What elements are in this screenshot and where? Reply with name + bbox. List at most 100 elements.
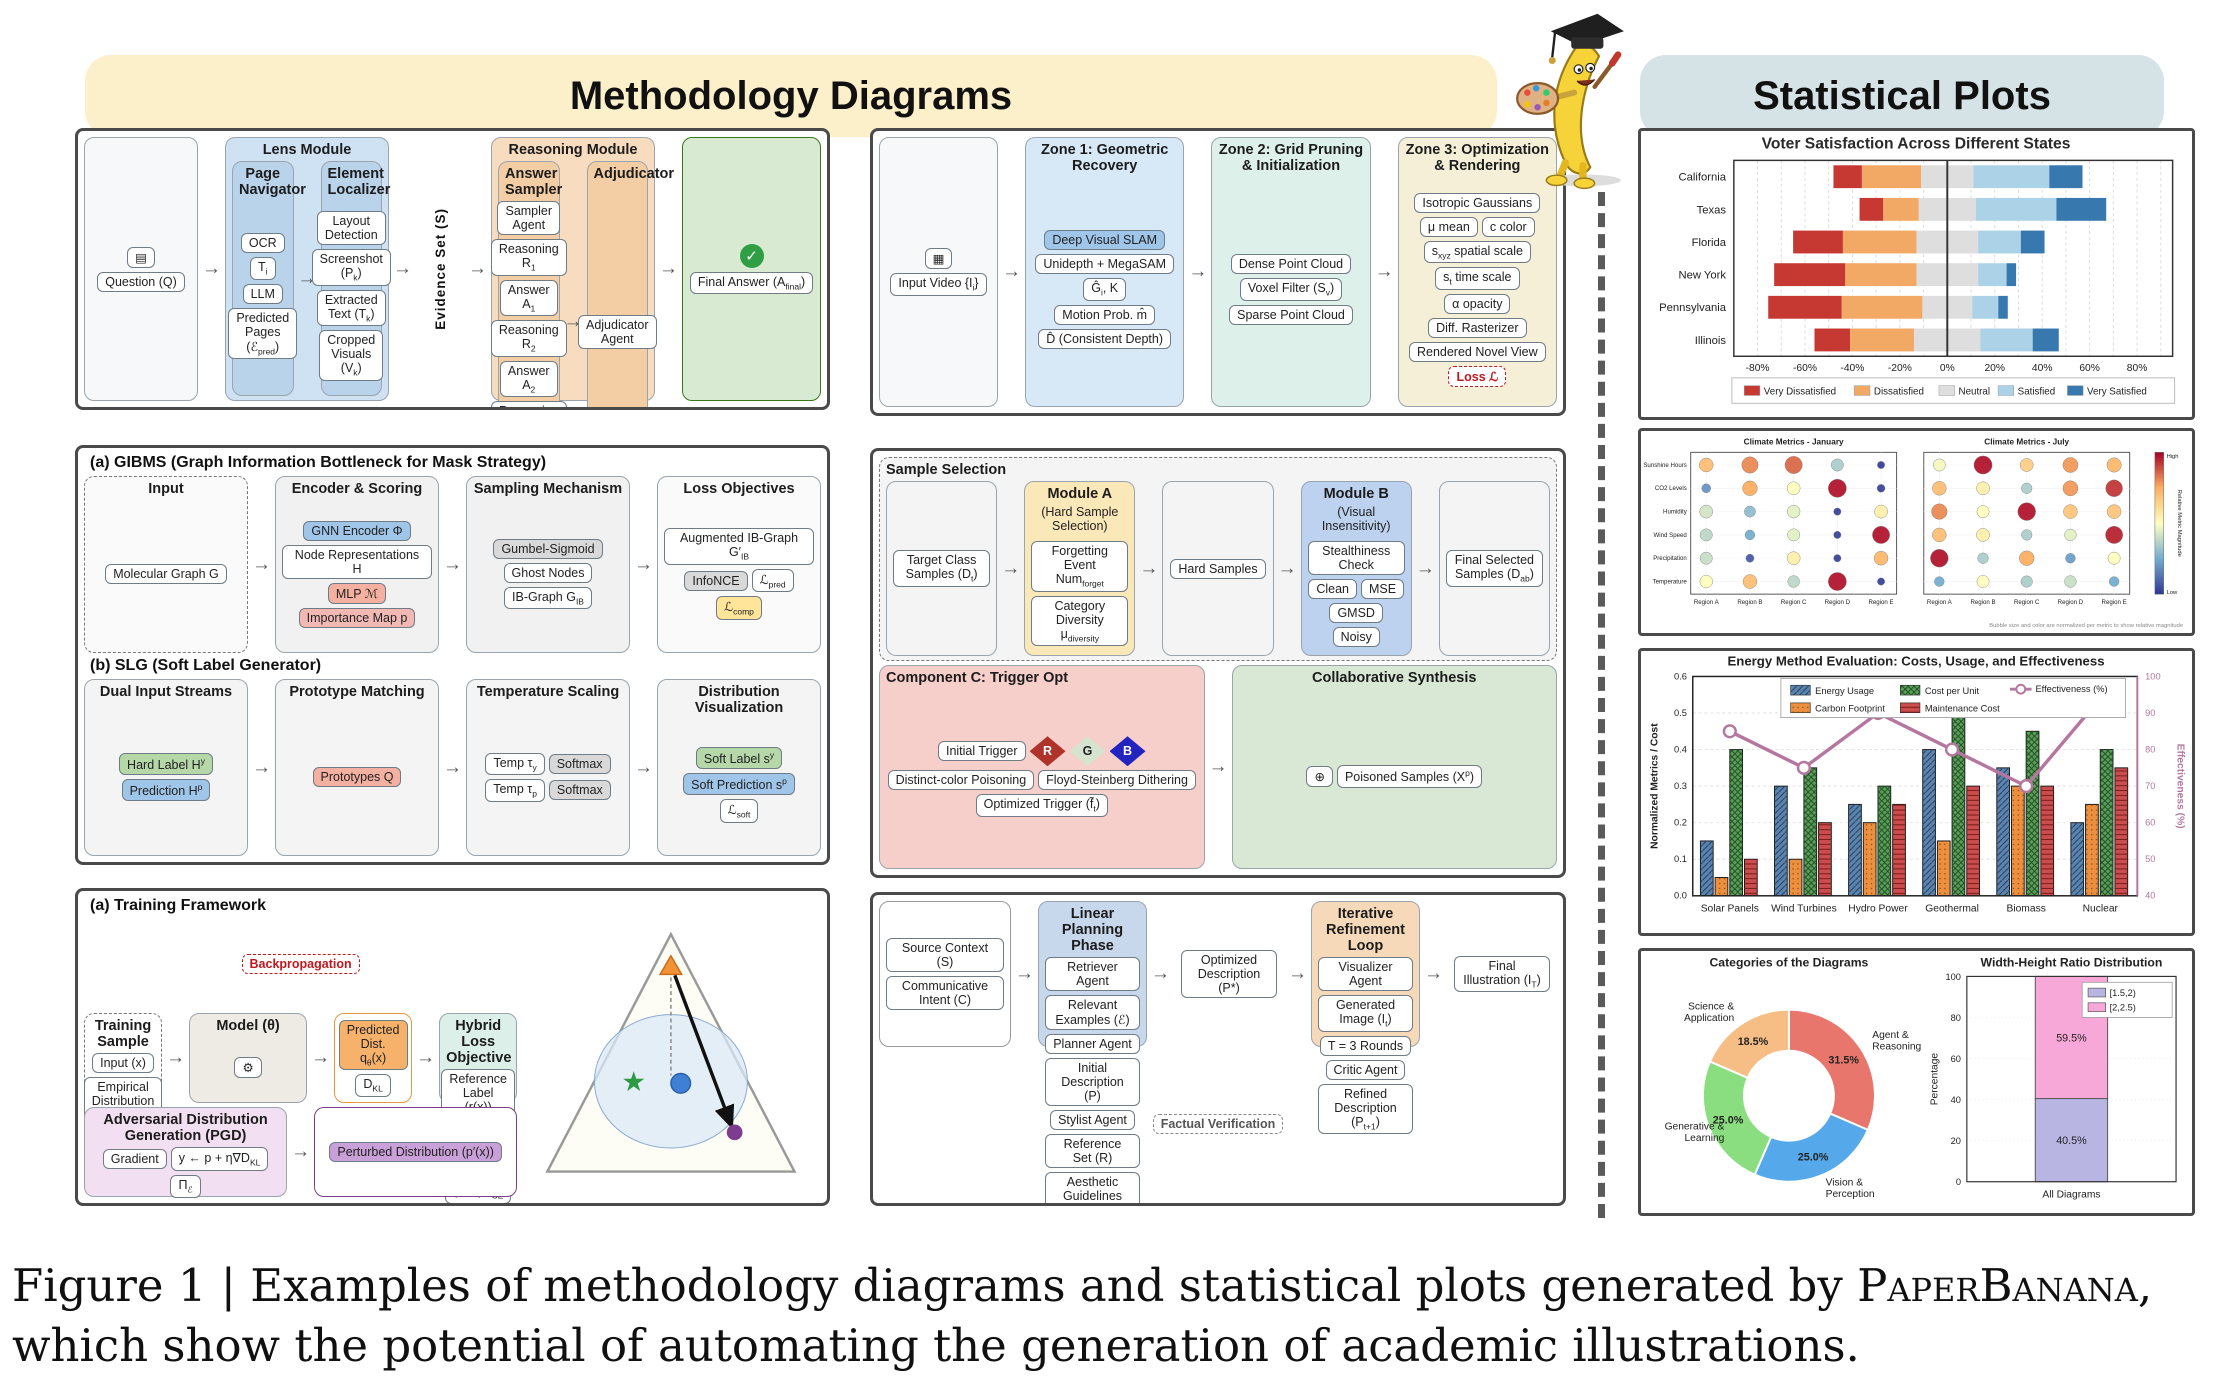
subplot-title: Climate Metrics - January xyxy=(1744,438,1844,447)
group-title: Input xyxy=(148,481,184,497)
bubble xyxy=(1934,576,1945,587)
x-tick-label: 20% xyxy=(1984,363,2005,374)
input-group: ▤Question (Q) xyxy=(84,137,198,401)
y-tick-label: 0.1 xyxy=(1674,854,1687,864)
bubble xyxy=(2064,575,2077,588)
diagram-node: Sampler Agent xyxy=(497,201,561,235)
y-tick-label: 0.5 xyxy=(1674,708,1687,718)
x-tick-label: Region D xyxy=(1825,599,1851,606)
bubble xyxy=(2019,458,2034,472)
diagram-node: Gumbel-Sigmoid xyxy=(493,538,603,559)
diagram-node: Ĝi, K xyxy=(1083,278,1127,301)
graduation-cap-icon xyxy=(1550,13,1624,46)
bar-segment xyxy=(1768,295,1842,319)
chart-title: Voter Satisfaction Across Different Stat… xyxy=(1762,136,2071,153)
bar-segment xyxy=(2049,165,2083,189)
line-marker xyxy=(1944,742,1960,757)
diagram-node: sxyz spatial scale xyxy=(1423,240,1531,263)
group-title: Component C: Trigger Opt xyxy=(886,670,1069,686)
x-tick-label: Region B xyxy=(1737,599,1762,606)
bubble xyxy=(1973,455,1993,475)
diagram-node: Adjudicator Agent xyxy=(577,314,657,349)
diagram-node: InfoNCE xyxy=(684,570,748,591)
diagram-node: Temp τy xyxy=(485,752,545,775)
bar-segment xyxy=(1980,328,2033,352)
flow-arrow-icon: → xyxy=(1424,963,1443,984)
effectiveness-line xyxy=(1729,697,2102,789)
diagram-group: Adversarial Distribution Generation (PGD… xyxy=(84,1107,288,1198)
legend-swatch xyxy=(1743,385,1761,396)
y-tick-label: 0.0 xyxy=(1674,891,1687,901)
stacked-title: Width-Height Ratio Distribution xyxy=(1981,956,2163,970)
x-tick-label: Geothermal xyxy=(1925,903,1979,914)
diagram-node: Final Selected Samples (Dab) xyxy=(1445,550,1544,587)
empirical-distribution-dot xyxy=(670,1072,692,1094)
bubble xyxy=(2062,457,2079,473)
x-tick-label: -20% xyxy=(1888,363,1912,374)
group-title: Training Sample xyxy=(94,1018,152,1050)
flow-arrow-icon: → xyxy=(1288,963,1307,984)
bubble xyxy=(1699,551,1713,565)
diagram-node: Hard Label Hy xyxy=(119,752,213,775)
diagram-group: Optimized Description (P*) xyxy=(1174,901,1284,1047)
methodology-banner: Methodology Diagrams xyxy=(85,55,1497,137)
y-tick-label: Texas xyxy=(1697,204,1727,216)
group-title: Module B xyxy=(1323,486,1389,502)
evidence-set-label: Evidence Set (S) xyxy=(432,208,448,330)
group-title: Adjudicator xyxy=(593,166,675,182)
plus-combine-icon: ⊕ xyxy=(1306,766,1333,787)
loss-label: Loss ℒ xyxy=(1448,365,1507,387)
diagram-node: Optimized Trigger (f̃t) xyxy=(975,794,1108,817)
bar-segment xyxy=(1850,328,1915,352)
legend-swatch xyxy=(2087,987,2107,998)
bubble xyxy=(1699,457,1714,473)
bubble xyxy=(1744,505,1756,518)
diagram-node: Augmented IB-Graph G′IB xyxy=(664,528,814,565)
diagram-group: Module A(Hard Sample Selection)Forgettin… xyxy=(1024,481,1136,656)
flow-arrow-icon: → xyxy=(1139,557,1159,579)
voter-chart-svg: Voter Satisfaction Across Different Stat… xyxy=(1659,136,2176,404)
diagram-node: Sparse Point Cloud xyxy=(1229,304,1353,325)
flow-arrow-icon: → xyxy=(1277,557,1297,579)
y-tick-label: 60 xyxy=(1951,1054,1961,1064)
slice-percent: 18.5% xyxy=(1738,1036,1769,1048)
group-title: Encoder & Scoring xyxy=(291,481,423,497)
donut-slice xyxy=(1708,1008,1790,1080)
diagram-node: Communicative Intent (C) xyxy=(886,976,1004,1010)
diagram-node: OCR xyxy=(240,233,285,253)
bubble xyxy=(1931,503,1948,520)
bubble xyxy=(1784,456,1803,474)
factual-verification-label: Factual Verification xyxy=(1152,1114,1284,1134)
flow-arrow-icon: → xyxy=(252,756,271,778)
panel-agent-pipeline: Source Context (S)Communicative Intent (… xyxy=(870,892,1566,1206)
document-stack-icon: ▤ xyxy=(127,246,155,268)
y-tick-label: Florida xyxy=(1692,237,1727,249)
legend-label: Very Dissatisfied xyxy=(1764,386,1836,397)
diagram-node: μ mean xyxy=(1419,216,1478,237)
bar-segment xyxy=(1859,197,1884,221)
panel-gaussian-zones: ▦Input Video {Ii}→Zone 1: Geometric Reco… xyxy=(870,128,1566,416)
panel-voter-satisfaction: Voter Satisfaction Across Different Stat… xyxy=(1638,128,2195,420)
diagram-group: Hard Samples xyxy=(1162,481,1274,656)
bubble xyxy=(1930,549,1949,568)
bar-segment xyxy=(1833,165,1862,189)
diagram-node: Aesthetic Guidelines (G) xyxy=(1045,1172,1140,1203)
bubble xyxy=(1976,575,1990,588)
x-tick-label: Region E xyxy=(2102,599,2127,606)
slice-label: Science &Application xyxy=(1684,1001,1734,1024)
diagram-node: Rendered Novel View xyxy=(1408,341,1546,362)
motivation-diagram: ★ xyxy=(519,895,823,1199)
group-title: Loss Objectives xyxy=(683,481,795,497)
diagram-node: MLP ℳ xyxy=(327,582,387,604)
banana-body xyxy=(1553,42,1601,175)
colorbar xyxy=(2154,452,2164,595)
